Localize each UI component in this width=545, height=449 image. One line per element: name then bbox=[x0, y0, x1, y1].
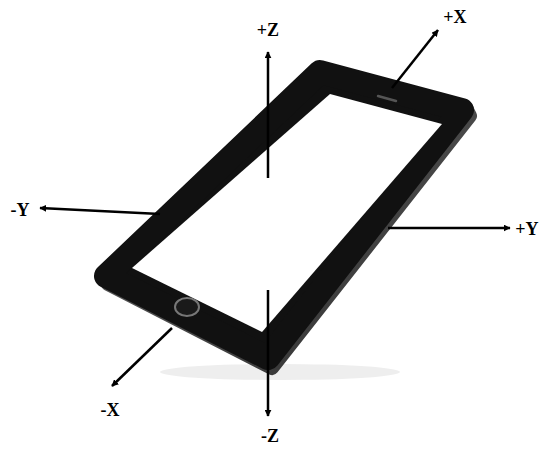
axis-label: +X bbox=[443, 8, 466, 26]
home-button bbox=[175, 298, 199, 316]
axis-arrow bbox=[388, 227, 510, 230]
axis-label: +Y bbox=[515, 220, 538, 238]
axis-arrow bbox=[267, 52, 270, 178]
speaker bbox=[378, 96, 396, 101]
axis-label: +Z bbox=[257, 21, 279, 39]
axis-arrow bbox=[112, 328, 172, 386]
axis-label: -X bbox=[101, 401, 120, 419]
axis-arrow bbox=[40, 208, 160, 214]
axis-label: -Y bbox=[11, 201, 30, 219]
axis-arrow bbox=[267, 290, 270, 416]
axes bbox=[40, 30, 510, 416]
phone-screen bbox=[132, 94, 442, 332]
axis-arrow bbox=[392, 30, 438, 88]
axis-label: -Z bbox=[261, 427, 279, 445]
